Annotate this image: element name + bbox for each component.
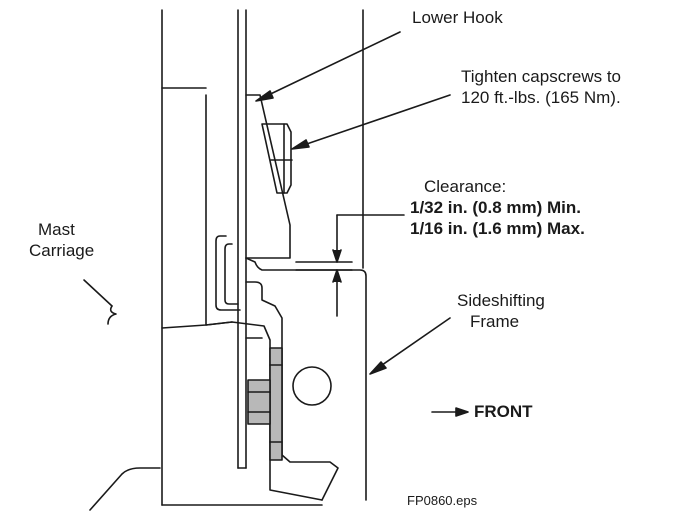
clearance-min: 1/32 in. (0.8 mm) Min. — [410, 198, 581, 217]
upper-hook-plate — [205, 94, 233, 326]
lower-hook-label: Lower Hook — [412, 8, 503, 27]
mast-leader — [83, 279, 113, 307]
tighten-label-line2: 120 ft.-lbs. (165 Nm). — [461, 88, 621, 107]
lower-hook-leader — [257, 31, 401, 101]
sideshift-leader-head — [369, 361, 387, 375]
file-name-label: FP0860.eps — [407, 493, 478, 508]
clearance-max: 1/16 in. (1.6 mm) Max. — [410, 219, 585, 238]
mast-label-line2: Carriage — [29, 241, 95, 260]
front-arrow-head — [455, 407, 469, 417]
hook-lip — [245, 257, 367, 501]
frame-lower-notch — [245, 281, 339, 501]
frame-hole — [292, 366, 332, 406]
mast-lower-curve — [89, 467, 161, 511]
tighten-leader — [294, 94, 451, 149]
tighten-leader-head — [291, 139, 310, 150]
carriage-lower-body — [161, 321, 323, 501]
clearance-arrow-down-head — [332, 249, 342, 263]
front-label: FRONT — [474, 402, 533, 421]
mast-leader-squiggle — [107, 305, 117, 325]
lower-hook-wedge — [245, 94, 291, 259]
clearance-arrow-up-head — [332, 269, 342, 283]
carriage-slot-inner — [224, 243, 239, 305]
bolt-head-icon — [247, 379, 271, 425]
lower-hook-leader-head — [255, 90, 274, 102]
carriage-slot — [215, 235, 241, 311]
mast-label-line1: Mast — [38, 220, 75, 239]
sideshift-label-line1: Sideshifting — [457, 291, 545, 310]
sideshift-label-line2: Frame — [470, 312, 520, 331]
capscrew-icon — [261, 123, 292, 194]
clearance-title: Clearance: — [424, 177, 507, 196]
tighten-label-line1: Tighten capscrews to — [461, 67, 621, 86]
sideshift-leader — [371, 317, 451, 373]
